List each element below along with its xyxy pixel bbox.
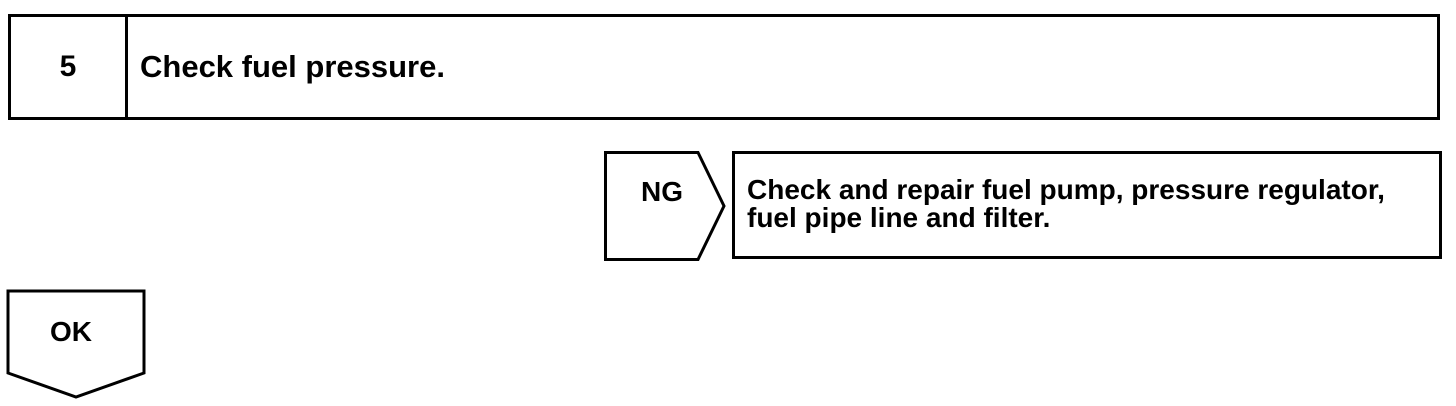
ng-branch-arrow: NG — [604, 151, 726, 261]
ng-action-box: Check and repair fuel pump, pressure reg… — [732, 151, 1442, 259]
ng-label: NG — [641, 176, 683, 207]
step-number: 5 — [11, 17, 128, 117]
ng-action-line-1: Check and repair fuel pump, pressure reg… — [747, 174, 1385, 205]
step-header-box: 5 Check fuel pressure. — [8, 14, 1440, 120]
ok-label: OK — [50, 316, 92, 347]
ok-arrow-shape — [6, 289, 146, 399]
ng-action-line-2: fuel pipe line and filter. — [747, 202, 1051, 233]
ok-branch-arrow: OK — [6, 289, 146, 401]
ng-arrow-shape — [604, 151, 726, 261]
step-title: Check fuel pressure. — [140, 49, 445, 84]
